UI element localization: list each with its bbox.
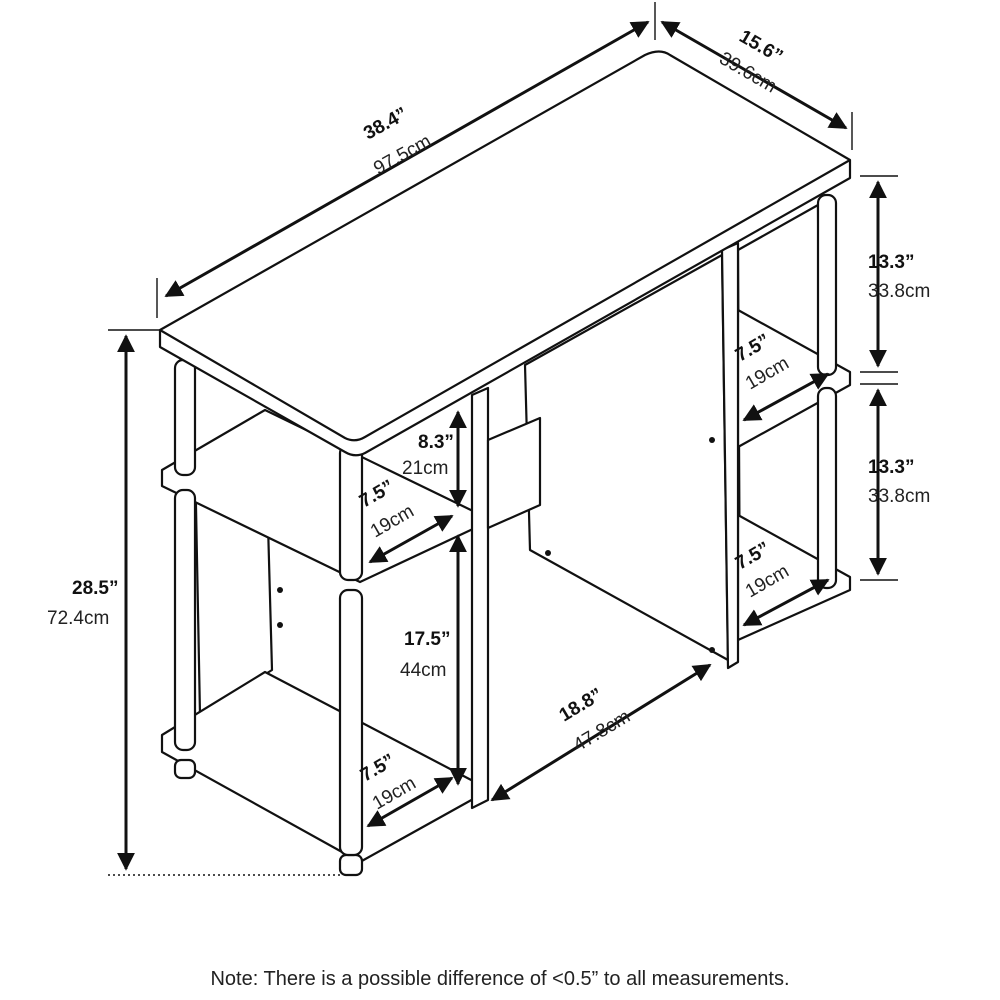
upper-left-inch-label: 8.3” xyxy=(418,432,454,453)
measurement-note: Note: There is a possible difference of … xyxy=(210,968,790,990)
depth-dimension-line xyxy=(660,20,848,130)
left-front-post-lower xyxy=(338,588,364,857)
height-inch-label: 28.5” xyxy=(72,578,118,599)
width-inch-label: 38.4” xyxy=(360,103,411,144)
upper-left-cm-label: 21cm xyxy=(402,458,448,479)
left-inner-panel xyxy=(470,386,490,810)
left-back-post-upper xyxy=(173,358,197,477)
right-bottom-shelf-depth-line xyxy=(742,578,830,627)
lower-right-cm-label: 33.8cm xyxy=(868,486,930,507)
left-mid-shelf-depth-line xyxy=(368,514,454,564)
right-front-post-upper xyxy=(816,193,838,377)
lower-left-inch-label: 17.5” xyxy=(404,629,450,650)
left-front-post-upper xyxy=(338,443,364,582)
apron-panel xyxy=(486,416,542,530)
right-front-post-lower xyxy=(816,386,838,590)
leg-space-dimension-line xyxy=(490,663,712,802)
lower-left-cm-label: 44cm xyxy=(400,660,446,681)
left-foot-back xyxy=(173,758,197,780)
left-foot-front xyxy=(338,853,364,877)
height-cm-label: 72.4cm xyxy=(47,608,109,629)
lower-right-inch-label: 13.3” xyxy=(868,457,914,478)
upper-right-inch-label: 13.3” xyxy=(868,252,914,273)
right-top-shelf-depth-line xyxy=(742,372,830,422)
desk-drawing xyxy=(158,50,852,877)
left-bottom-shelf-depth-line xyxy=(366,776,454,828)
upper-right-cm-label: 33.8cm xyxy=(868,281,930,302)
left-back-post-lower xyxy=(173,488,197,752)
width-dimension-line xyxy=(164,20,650,298)
